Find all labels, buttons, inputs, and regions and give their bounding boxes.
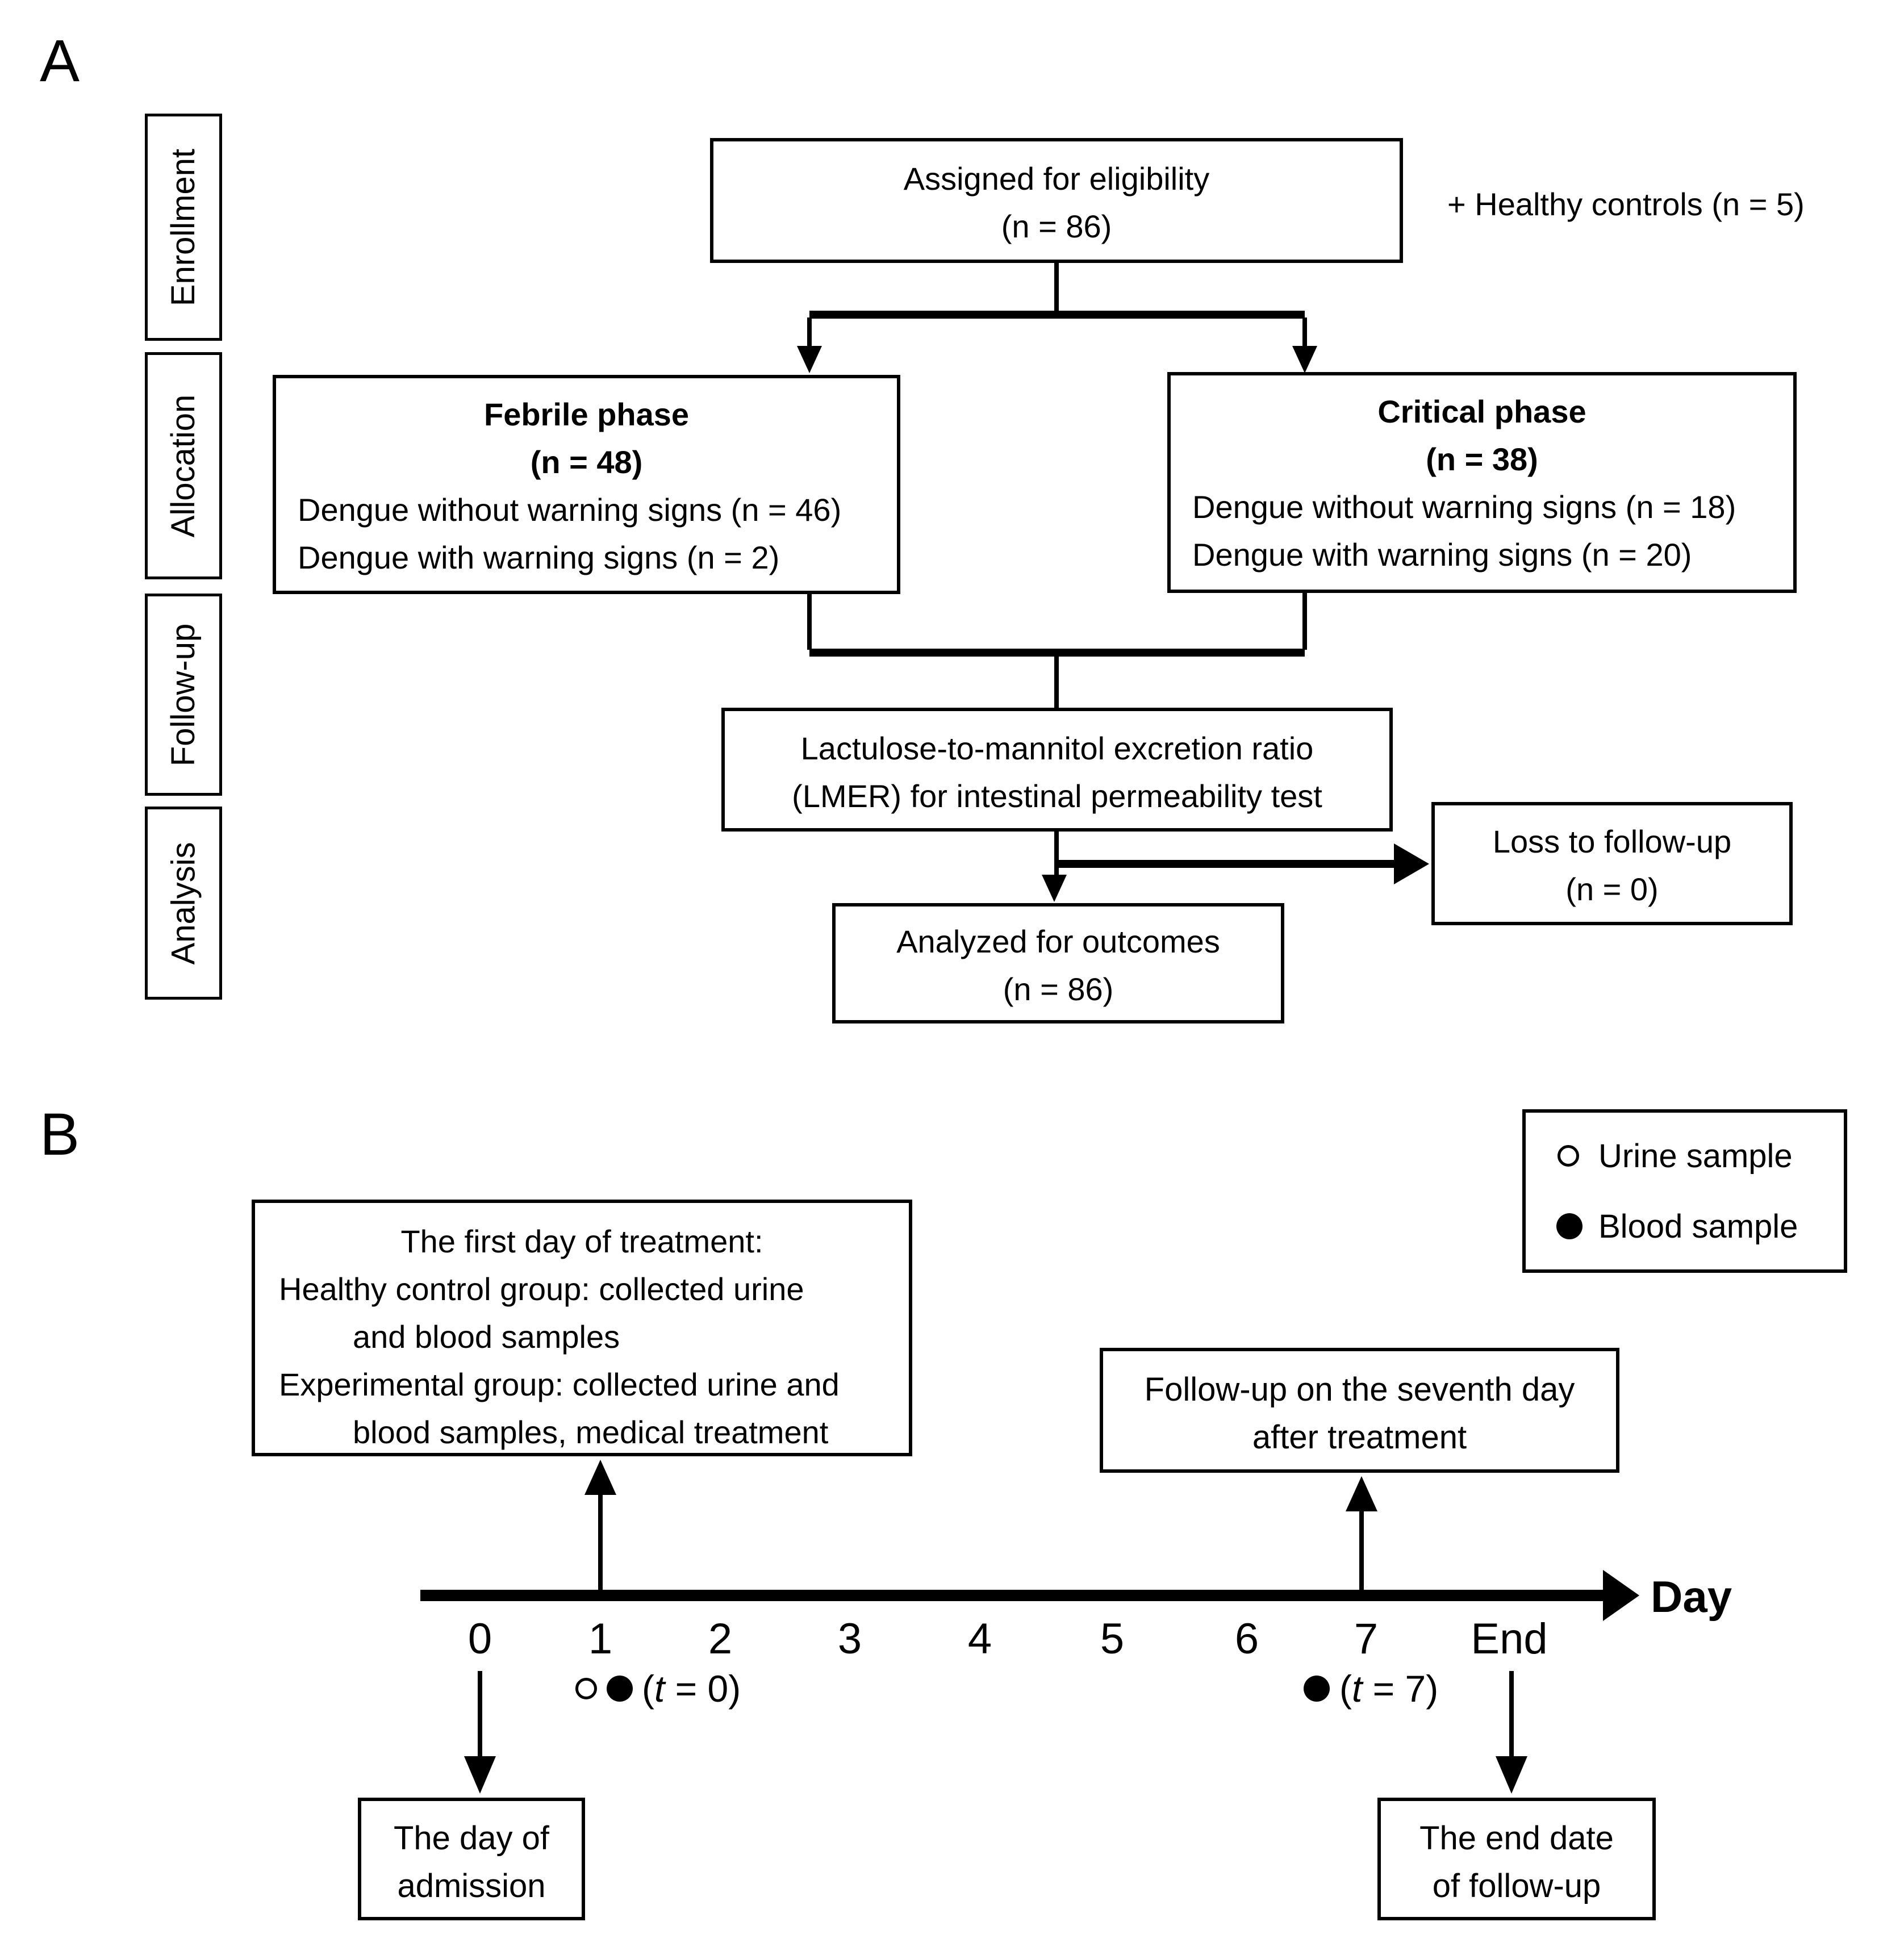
lmer-box: Lactulose-to-mannitol excretion ratio (L… <box>721 708 1393 832</box>
followup-line1: Follow-up on the seventh day <box>1144 1371 1575 1408</box>
panel-a-label: A <box>40 28 80 94</box>
lmer-line1: Lactulose-to-mannitol excretion ratio <box>800 730 1314 766</box>
blood-sample-marker-day7 <box>1304 1676 1330 1702</box>
admission-box: The day of admission <box>358 1798 585 1920</box>
admission-line1: The day of <box>393 1820 550 1857</box>
tick-label-1: 1 <box>588 1615 613 1663</box>
tick-label-6: 6 <box>1234 1615 1259 1663</box>
urine-sample-marker-day1 <box>575 1678 597 1699</box>
connector-merge-stem <box>1054 655 1059 709</box>
lmer-line2: (LMER) for intestinal permeability test <box>792 778 1322 814</box>
connector-split-left-shaft <box>807 317 812 347</box>
treatment-line3: and blood samples <box>353 1319 620 1355</box>
treatment-line4: Experimental group: collected urine and <box>279 1367 840 1402</box>
febrile-line2: Dengue with warning signs (n = 2) <box>298 540 780 575</box>
stage-label-enrollment: Enrollment <box>165 148 202 306</box>
critical-line2: Dengue with warning signs (n = 20) <box>1192 537 1692 573</box>
end-date-line1: The end date <box>1419 1820 1614 1857</box>
critical-title: Critical phase <box>1377 394 1586 429</box>
arrowhead-down-critical-icon <box>1292 346 1317 373</box>
loss-line1: Loss to follow-up <box>1492 824 1732 859</box>
connector-split-bar-top <box>809 311 1305 319</box>
treatment-line2: Healthy control group: collected urine <box>279 1271 804 1307</box>
tick-label-7: 7 <box>1354 1615 1379 1663</box>
connector-merge-left <box>807 593 812 650</box>
arrowhead-down-end-icon <box>1496 1756 1527 1794</box>
tick-label-5: 5 <box>1100 1615 1125 1663</box>
assigned-line2: (n = 86) <box>1001 208 1112 244</box>
stage-box-enrollment: Enrollment <box>145 114 222 341</box>
blood-sample-marker-day1 <box>607 1676 633 1702</box>
followup-box: Follow-up on the seventh day after treat… <box>1100 1348 1619 1473</box>
end-date-box: The end date of follow-up <box>1377 1798 1656 1920</box>
assigned-box: Assigned for eligibility (n = 86) <box>710 138 1403 263</box>
legend-urine-label: Urine sample <box>1598 1137 1793 1175</box>
febrile-n: (n = 48) <box>530 444 643 480</box>
marker-t0-label: (t = 0) <box>642 1668 741 1710</box>
tick-label-end: End <box>1471 1615 1548 1663</box>
assigned-line1: Assigned for eligibility <box>903 161 1210 197</box>
febrile-line1: Dengue without warning signs (n = 46) <box>298 492 842 528</box>
tick-label-4: 4 <box>967 1615 992 1663</box>
connector-up-followup <box>1359 1509 1364 1590</box>
stage-box-followup: Follow-up <box>145 594 222 796</box>
end-date-line2: of follow-up <box>1432 1868 1601 1904</box>
legend-blood-label: Blood sample <box>1598 1208 1798 1245</box>
treatment-box: The first day of treatment: Healthy cont… <box>252 1200 912 1456</box>
timeline-axis-label: Day <box>1651 1572 1732 1622</box>
connector-up-treatment <box>598 1493 603 1590</box>
treatment-line5: blood samples, medical treatment <box>353 1414 829 1450</box>
analyzed-line2: (n = 86) <box>1003 971 1114 1007</box>
critical-n: (n = 38) <box>1426 441 1538 477</box>
analyzed-line1: Analyzed for outcomes <box>896 924 1220 959</box>
arrowhead-down-admission-icon <box>464 1756 496 1794</box>
connector-merge-bar <box>809 649 1305 657</box>
arrowhead-up-treatment-icon <box>584 1460 616 1495</box>
arrowhead-right-loss-icon <box>1394 843 1429 884</box>
tick-label-0: 0 <box>467 1615 492 1663</box>
loss-line2: (n = 0) <box>1565 871 1659 907</box>
stage-box-allocation: Allocation <box>145 352 222 579</box>
tick-label-2: 2 <box>708 1615 733 1663</box>
legend-box: Urine sample Blood sample <box>1522 1109 1847 1273</box>
connector-merge-right <box>1302 592 1307 650</box>
critical-line1: Dengue without warning signs (n = 18) <box>1192 489 1736 525</box>
connector-lmer-stem <box>1054 830 1059 876</box>
stage-box-analysis: Analysis <box>145 807 222 1000</box>
panel-b-label: B <box>40 1101 80 1168</box>
arrowhead-up-followup-icon <box>1346 1476 1377 1511</box>
connector-split-right-shaft <box>1302 317 1307 347</box>
critical-box: Critical phase (n = 38) Dengue without w… <box>1167 372 1797 593</box>
healthy-controls-note: + Healthy controls (n = 5) <box>1447 186 1805 222</box>
loss-box: Loss to follow-up (n = 0) <box>1431 802 1793 925</box>
tick-label-3: 3 <box>837 1615 862 1663</box>
timeline-arrowhead-icon <box>1603 1570 1639 1621</box>
urine-sample-icon <box>1555 1142 1584 1170</box>
stage-label-analysis: Analysis <box>165 842 202 964</box>
stage-label-allocation: Allocation <box>165 394 202 537</box>
legend-row-blood: Blood sample <box>1526 1191 1844 1261</box>
legend-row-urine: Urine sample <box>1526 1121 1844 1191</box>
analyzed-box: Analyzed for outcomes (n = 86) <box>832 903 1284 1023</box>
arrowhead-down-febrile-icon <box>797 346 822 373</box>
treatment-line1: The first day of treatment: <box>400 1223 763 1259</box>
connector-down-admission <box>478 1671 482 1757</box>
febrile-box: Febrile phase (n = 48) Dengue without wa… <box>273 375 900 594</box>
timeline-axis <box>420 1590 1605 1601</box>
connector-down-end <box>1509 1671 1514 1757</box>
connector-loss-branch <box>1057 860 1395 868</box>
blood-sample-icon <box>1555 1212 1584 1240</box>
admission-line2: admission <box>397 1868 546 1904</box>
arrowhead-down-analyzed-icon <box>1042 875 1067 902</box>
febrile-title: Febrile phase <box>483 396 690 432</box>
stage-label-followup: Follow-up <box>165 623 202 766</box>
connector-assigned-stem <box>1054 262 1059 312</box>
followup-line2: after treatment <box>1252 1419 1467 1456</box>
marker-t7-label: (t = 7) <box>1339 1668 1439 1710</box>
